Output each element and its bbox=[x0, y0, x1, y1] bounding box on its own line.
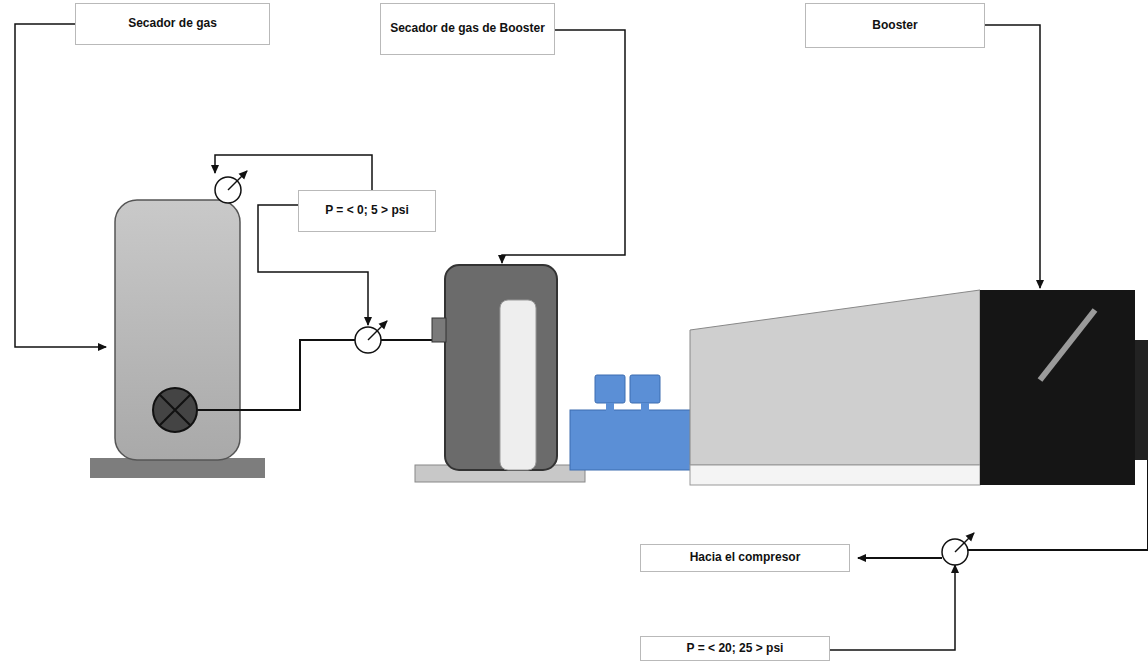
node-label: P = < 0; 5 > psi bbox=[325, 204, 409, 218]
booster-motor bbox=[570, 375, 692, 470]
node-label: P = < 20; 25 > psi bbox=[687, 642, 784, 656]
destination-box: Hacia el compresor bbox=[640, 544, 850, 572]
booster-gas-dryer bbox=[415, 265, 585, 482]
leader-lines bbox=[15, 24, 1040, 650]
label-box: Secador de gas de Booster bbox=[380, 3, 555, 55]
gauge-symbols bbox=[215, 171, 974, 565]
node-label: Booster bbox=[872, 19, 917, 33]
node-label: Secador de gas bbox=[128, 17, 217, 31]
label-box: Booster bbox=[805, 3, 985, 48]
node-label: Hacia el compresor bbox=[690, 551, 801, 565]
gas-dryer bbox=[90, 200, 265, 478]
label-box: Secador de gas bbox=[75, 3, 270, 45]
pressure-box: P = < 20; 25 > psi bbox=[640, 636, 830, 661]
node-label: Secador de gas de Booster bbox=[390, 22, 545, 36]
booster-unit bbox=[690, 290, 1148, 485]
pressure-box: P = < 0; 5 > psi bbox=[298, 190, 436, 232]
